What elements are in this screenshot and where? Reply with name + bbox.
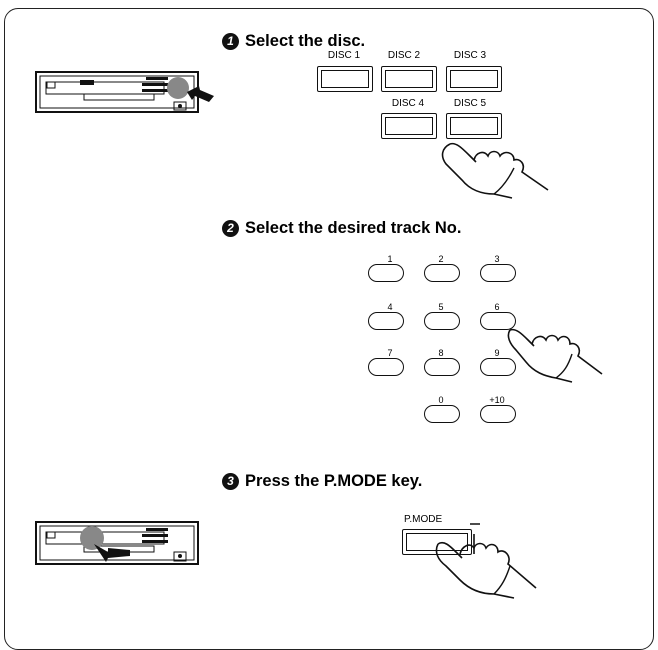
- pmode-bracket: [470, 523, 480, 554]
- step-number-2: 2: [222, 220, 239, 237]
- step-3: 3 Press the P.MODE key.: [222, 472, 422, 491]
- key-2[interactable]: [424, 264, 460, 282]
- disc-1-label: DISC 1: [327, 50, 361, 61]
- step-3-text: Press the P.MODE key.: [245, 472, 423, 490]
- key-4[interactable]: [368, 312, 404, 330]
- key-5[interactable]: [424, 312, 460, 330]
- step-number-1: 1: [222, 33, 239, 50]
- step-1-text: Select the disc.: [245, 32, 366, 50]
- disc-3-label: DISC 3: [453, 50, 487, 61]
- disc-1-button[interactable]: [317, 66, 373, 92]
- disc-4-label: DISC 4: [391, 98, 425, 109]
- key-9-label: 9: [494, 348, 500, 358]
- key-3-label: 3: [494, 254, 500, 264]
- key-5-label: 5: [438, 302, 444, 312]
- key-8[interactable]: [424, 358, 460, 376]
- key-0-label: 0: [438, 395, 444, 405]
- key-plus10[interactable]: [480, 405, 516, 423]
- disc-5-button[interactable]: [446, 113, 502, 139]
- cd-changer-unit-icon: [35, 521, 199, 565]
- pointing-hand-icon: [507, 328, 603, 383]
- pointing-hand-icon: [435, 541, 537, 599]
- key-6[interactable]: [480, 312, 516, 330]
- step-number-3: 3: [222, 473, 239, 490]
- key-2-label: 2: [438, 254, 444, 264]
- key-7[interactable]: [368, 358, 404, 376]
- key-7-label: 7: [387, 348, 393, 358]
- key-9[interactable]: [480, 358, 516, 376]
- disc-3-button[interactable]: [446, 66, 502, 92]
- step-2-text: Select the desired track No.: [245, 219, 462, 237]
- key-4-label: 4: [387, 302, 393, 312]
- pointing-hand-icon: [441, 142, 549, 199]
- step-2: 2 Select the desired track No.: [222, 219, 461, 238]
- key-1[interactable]: [368, 264, 404, 282]
- step-1: 1 Select the disc.: [222, 32, 365, 51]
- disc-2-label: DISC 2: [387, 50, 421, 61]
- disc-4-button[interactable]: [381, 113, 437, 139]
- disc-5-label: DISC 5: [453, 98, 487, 109]
- key-6-label: 6: [494, 302, 500, 312]
- cd-changer-unit-icon: [35, 71, 214, 113]
- disc-2-button[interactable]: [381, 66, 437, 92]
- key-3[interactable]: [480, 264, 516, 282]
- key-plus10-label: +10: [489, 395, 505, 405]
- pmode-label: P.MODE: [404, 514, 443, 525]
- key-1-label: 1: [387, 254, 393, 264]
- key-8-label: 8: [438, 348, 444, 358]
- key-0[interactable]: [424, 405, 460, 423]
